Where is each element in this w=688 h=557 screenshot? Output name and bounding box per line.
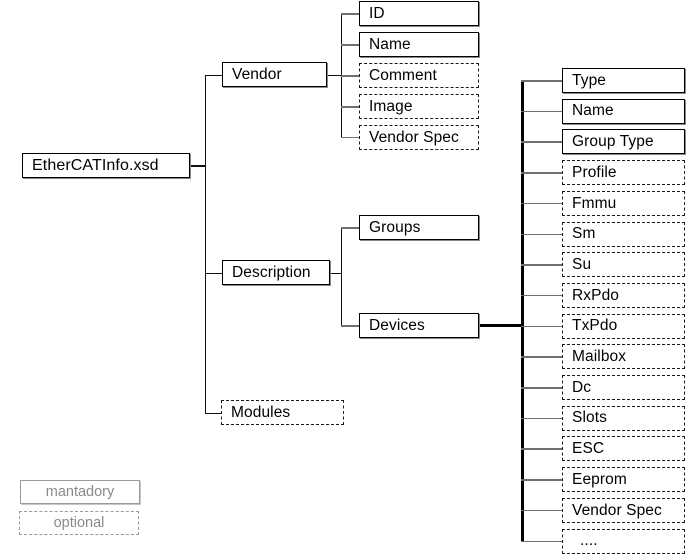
node-vendor[interactable]: Vendor xyxy=(222,62,327,87)
node-vendor-comment[interactable]: Comment xyxy=(359,63,479,88)
connector-device-child-12 xyxy=(521,448,562,450)
node-vendor-image-label: Image xyxy=(369,97,413,115)
node-device-name-label: Name xyxy=(572,102,614,120)
node-device-type-label: Type xyxy=(572,71,607,89)
legend-optional: optional xyxy=(19,511,139,535)
connector-vendor-child-0 xyxy=(340,13,360,15)
connector-device-child-4 xyxy=(521,202,562,205)
node-devices[interactable]: Devices xyxy=(359,313,479,338)
connector-to-vendor xyxy=(204,74,223,77)
connector-device-child-1 xyxy=(521,110,562,113)
node-modules-label: Modules xyxy=(231,403,291,421)
connector-description-trunk xyxy=(340,227,343,326)
node-vendor-label: Vendor xyxy=(232,65,282,83)
node-modules[interactable]: Modules xyxy=(221,400,344,425)
connector-device-child-7 xyxy=(521,294,562,297)
node-device-group-type-label: Group Type xyxy=(572,133,654,151)
node-device-profile[interactable]: Profile xyxy=(562,160,685,186)
node-device-dc-label: Dc xyxy=(572,378,592,396)
connector-vendor-child-2 xyxy=(340,75,360,77)
node-device-name[interactable]: Name xyxy=(562,98,685,124)
node-vendor-comment-label: Comment xyxy=(369,66,437,84)
connector-to-modules xyxy=(204,412,223,415)
node-device-rxpdo-label: RxPdo xyxy=(572,286,620,304)
node-device-group-type[interactable]: Group Type xyxy=(562,129,685,155)
node-device-mailbox-label: Mailbox xyxy=(572,348,627,366)
node-device-rxpdo[interactable]: RxPdo xyxy=(562,282,685,308)
node-device-dc[interactable]: Dc xyxy=(562,375,685,400)
node-vendor-image[interactable]: Image xyxy=(359,94,479,119)
connector-device-child-8 xyxy=(521,325,562,328)
node-device-su[interactable]: Su xyxy=(562,252,685,278)
legend-mandatory-label: mantadory xyxy=(45,484,115,500)
node-vendor-name[interactable]: Name xyxy=(359,32,479,57)
node-device-slots-label: Slots xyxy=(572,409,607,427)
legend-optional-label: optional xyxy=(53,515,105,531)
node-vendor-id[interactable]: ID xyxy=(359,1,479,26)
legend-mandatory: mantadory xyxy=(20,480,140,504)
connector-vendor-child-1 xyxy=(340,44,360,46)
connector-vendor-child-4 xyxy=(340,136,360,139)
node-device-profile-label: Profile xyxy=(572,163,617,181)
connector-device-child-14 xyxy=(521,509,562,512)
connector-device-child-2 xyxy=(521,141,562,143)
node-devices-label: Devices xyxy=(369,316,425,334)
connector-description-stub xyxy=(330,272,342,275)
node-root-label: EtherCATInfo.xsd xyxy=(32,156,159,174)
node-description-label: Description xyxy=(232,263,311,281)
node-device-esc-label: ESC xyxy=(572,440,605,458)
node-device-txpdo[interactable]: TxPdo xyxy=(562,313,685,339)
node-device-eeprom-label: Eeprom xyxy=(572,470,627,488)
node-device-fmmu[interactable]: Fmmu xyxy=(562,190,685,216)
connector-vendor-child-3 xyxy=(340,106,360,108)
connector-root-stub xyxy=(190,165,206,167)
node-device-sm-label: Sm xyxy=(572,225,596,243)
connector-device-child-3 xyxy=(521,172,562,174)
connector-device-child-6 xyxy=(521,264,562,266)
node-vendor-id-label: ID xyxy=(369,4,385,22)
node-groups-label: Groups xyxy=(369,218,421,236)
node-device-su-label: Su xyxy=(572,255,592,273)
connector-devices-stub xyxy=(478,324,524,327)
node-device-fmmu-label: Fmmu xyxy=(572,194,617,212)
connector-description-child-0 xyxy=(340,227,360,229)
node-device-more[interactable]: .... xyxy=(562,528,685,554)
node-root[interactable]: EtherCATInfo.xsd xyxy=(22,153,190,178)
connector-level1-trunk xyxy=(204,75,207,414)
node-groups[interactable]: Groups xyxy=(359,215,479,240)
connector-description-child-1 xyxy=(340,325,360,327)
node-device-eeprom[interactable]: Eeprom xyxy=(562,467,685,493)
node-device-vendor-spec-label: Vendor Spec xyxy=(572,501,662,519)
node-device-esc[interactable]: ESC xyxy=(562,436,685,462)
connector-vendor-stub xyxy=(327,74,342,77)
node-device-txpdo-label: TxPdo xyxy=(572,317,618,335)
node-device-vendor-spec[interactable]: Vendor Spec xyxy=(562,497,685,523)
connector-device-child-5 xyxy=(521,233,562,236)
connector-device-child-13 xyxy=(521,479,562,481)
node-device-mailbox[interactable]: Mailbox xyxy=(562,344,685,370)
connector-device-child-9 xyxy=(521,356,562,358)
node-vendor-vendor-spec-label: Vendor Spec xyxy=(369,128,459,146)
connector-device-child-10 xyxy=(521,387,562,389)
connector-to-description xyxy=(204,272,223,275)
node-device-sm[interactable]: Sm xyxy=(562,221,685,247)
node-device-more-label: .... xyxy=(580,532,598,550)
node-vendor-name-label: Name xyxy=(369,35,411,53)
connector-device-child-0 xyxy=(521,80,562,82)
node-device-type[interactable]: Type xyxy=(562,68,685,93)
node-description[interactable]: Description xyxy=(222,260,330,285)
node-vendor-vendor-spec[interactable]: Vendor Spec xyxy=(359,125,479,150)
connector-device-child-11 xyxy=(521,417,562,420)
connector-device-child-15 xyxy=(521,540,562,543)
connector-devices-trunk xyxy=(521,80,524,541)
node-device-slots[interactable]: Slots xyxy=(562,405,685,431)
